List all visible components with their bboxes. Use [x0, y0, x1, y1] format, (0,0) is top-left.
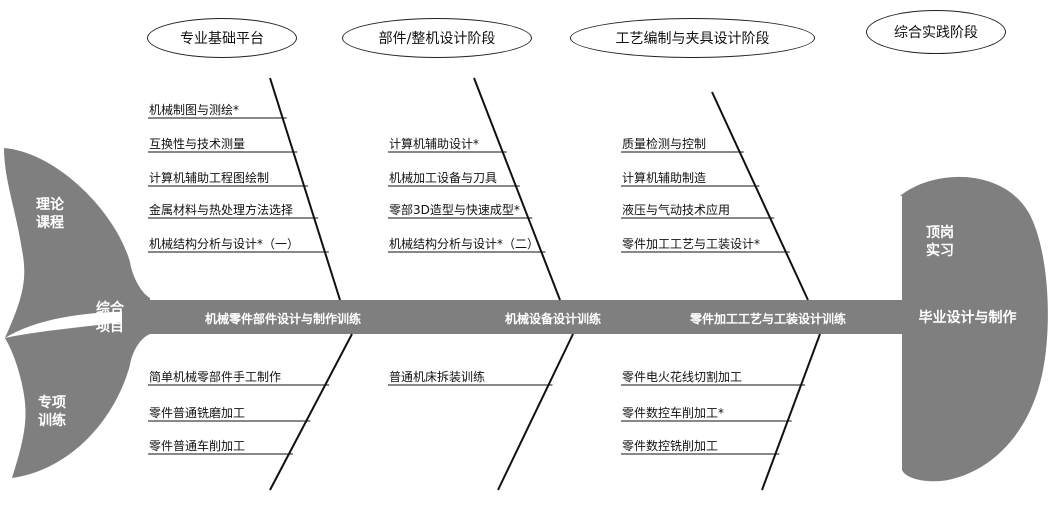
course-item: 互换性与技术测量 — [149, 137, 246, 151]
course-item: 质量检测与控制 — [622, 137, 707, 151]
upper-bone-2 — [473, 77, 561, 301]
lower-bone-2 — [497, 333, 574, 491]
spine-label-3: 零件加工工艺与工装设计训练 — [690, 312, 847, 326]
lower-bone-3 — [761, 333, 821, 491]
course-item: 普通机床拆装训练 — [389, 370, 486, 384]
tail-lower-lobe — [5, 318, 150, 478]
course-item: 计算机辅助工程图绘制 — [149, 171, 270, 185]
stage-ellipse-2: 部件/整机设计阶段 — [342, 18, 532, 58]
course-item: 计算机辅助设计* — [389, 137, 480, 151]
stage-ellipse-4: 综合实践阶段 — [866, 10, 1006, 54]
course-item: 液压与气动技术应用 — [622, 203, 731, 217]
stage-label: 部件/整机设计阶段 — [378, 31, 496, 47]
course-item: 零件加工工艺与工装设计* — [622, 237, 761, 251]
course-item: 零件数控车削加工* — [622, 406, 725, 420]
spine-label-2: 机械设备设计训练 — [505, 312, 602, 326]
course-item: 机械加工设备与刀具 — [389, 171, 498, 185]
course-item: 机械制图与测绘* — [149, 103, 240, 117]
stage-ellipse-3: 工艺编制与夹具设计阶段 — [570, 18, 815, 58]
course-item: 零件数控铣削加工 — [622, 439, 719, 453]
tail-top-label: 理论 课程 — [36, 197, 64, 231]
stage-label: 专业基础平台 — [180, 31, 264, 47]
head-main-label: 毕业设计与制作 — [918, 310, 1017, 326]
stage-label: 工艺编制与夹具设计阶段 — [615, 31, 770, 47]
head-top-label: 顶岗 实习 — [926, 225, 954, 259]
course-item: 零部3D造型与快速成型* — [389, 203, 520, 217]
stage-label: 综合实践阶段 — [894, 25, 978, 41]
tail-middle-label: 综合 项目 — [96, 301, 124, 335]
stage-ellipse-1: 专业基础平台 — [147, 18, 297, 58]
tail-bottom-label: 专项 训练 — [38, 395, 66, 429]
fish-head — [900, 176, 1048, 482]
upper-bone-1 — [269, 77, 341, 301]
course-item: 零件普通铣磨加工 — [149, 406, 246, 420]
course-item: 金属材料与热处理方法选择 — [149, 203, 294, 217]
course-item: 计算机辅助制造 — [622, 171, 707, 185]
upper-bone-3 — [711, 91, 809, 301]
course-item: 零件电火花线切割加工 — [622, 370, 743, 384]
spine-bar — [122, 300, 902, 334]
course-item: 机械结构分析与设计*（一） — [149, 237, 300, 251]
tail-upper-lobe — [4, 148, 150, 338]
course-item: 零件普通车削加工 — [149, 439, 246, 453]
lower-bone-1 — [269, 333, 353, 491]
spine-label-1: 机械零件部件设计与制作训练 — [205, 312, 362, 326]
course-item: 简单机械零部件手工制作 — [149, 370, 282, 384]
course-item: 机械结构分析与设计*（二） — [389, 237, 540, 251]
